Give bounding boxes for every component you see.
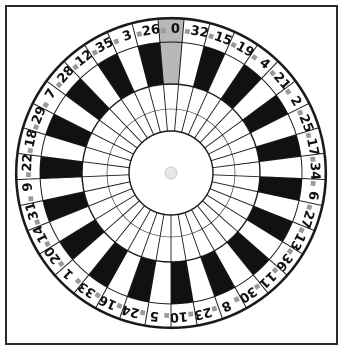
diamond-marker	[26, 172, 31, 177]
diamond-marker	[28, 196, 33, 201]
diamond-marker	[310, 181, 315, 186]
wheel-hub	[129, 131, 213, 215]
diamond-marker	[27, 148, 33, 154]
pocket-number-label: 34	[307, 162, 323, 181]
pocket-number-label: 0	[171, 22, 180, 37]
diamond-marker	[310, 157, 315, 162]
pocket-number-label: 6	[305, 190, 321, 201]
pocket-number-label: 26	[141, 22, 161, 40]
diamond-marker	[137, 31, 143, 37]
pocket-number-label: 5	[149, 308, 159, 324]
pocket-number-label: 10	[169, 308, 188, 324]
diamond-marker	[164, 313, 169, 318]
diamond-marker	[185, 29, 191, 35]
diamond-marker	[306, 133, 312, 139]
diamond-marker	[161, 28, 166, 33]
spindle	[165, 167, 177, 179]
diamond-marker	[188, 312, 193, 317]
pocket-number-label: 22	[20, 153, 36, 172]
pocket-number-label: 9	[20, 181, 36, 192]
